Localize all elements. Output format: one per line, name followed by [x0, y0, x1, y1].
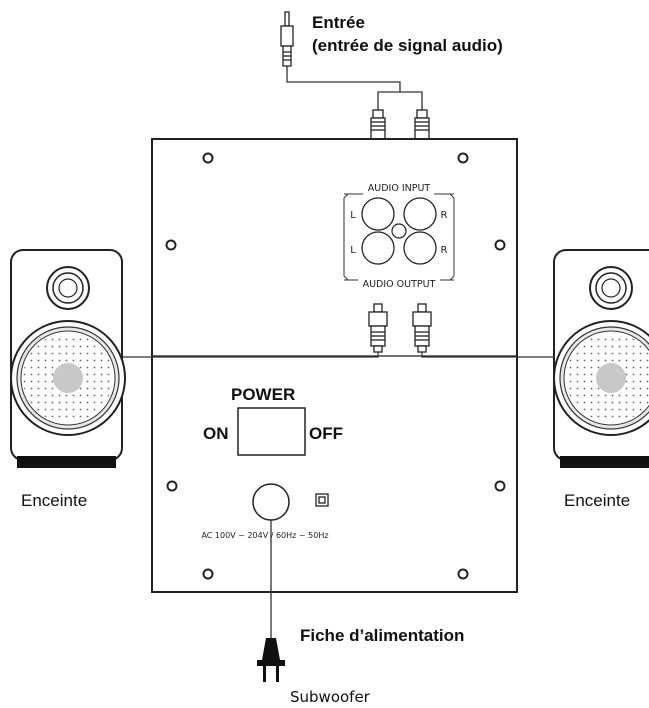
input-label-line2: (entrée de signal audio): [312, 36, 503, 55]
input-channel-right: R: [441, 210, 448, 221]
y-splitter-cable: [377, 91, 423, 110]
speaker-left-label: Enceinte: [21, 491, 88, 510]
rca-jack-input-right[interactable]: [403, 197, 437, 231]
audio-input-label: AUDIO INPUT: [368, 183, 431, 194]
speaker-right-icon: [553, 249, 649, 468]
rca-plug-output-left-icon: [368, 303, 388, 353]
plug-label: Fiche d’alimentation: [300, 626, 465, 645]
input-channel-left: L: [350, 210, 356, 221]
subwoofer-panel: [151, 138, 518, 593]
subwoofer-label: Subwoofer: [290, 688, 370, 706]
on-label: ON: [203, 424, 229, 443]
input-label-line1: Entrée: [312, 13, 365, 32]
audio-jack-block: [343, 193, 455, 281]
rca-jack-output-left[interactable]: [361, 231, 395, 265]
output-channel-left: L: [350, 245, 356, 256]
speaker-right-label: Enceinte: [564, 491, 631, 510]
input-cable: [286, 66, 401, 92]
output-channel-right: R: [441, 245, 448, 256]
rca-jack-input-left[interactable]: [361, 197, 395, 231]
fuse-icon: [315, 493, 329, 507]
input-jack-icon: [280, 11, 294, 67]
cable-to-right-speaker: [421, 352, 560, 358]
jack-center-ring: [391, 223, 407, 239]
power-label: POWER: [231, 385, 296, 404]
cable-to-left-speaker: [122, 352, 379, 358]
off-label: OFF: [309, 424, 343, 443]
power-socket: [252, 483, 290, 521]
rca-jack-output-right[interactable]: [403, 231, 437, 265]
power-plug-icon: [257, 638, 285, 682]
screw-holes: [165, 152, 506, 580]
speaker-left-icon: [10, 249, 126, 468]
audio-output-label: AUDIO OUTPUT: [363, 279, 436, 290]
rca-plug-output-right-icon: [412, 303, 432, 353]
power-switch[interactable]: [237, 407, 306, 456]
ac-spec-label: AC 100V ~ 204V / 60Hz ~ 50Hz: [201, 531, 328, 540]
